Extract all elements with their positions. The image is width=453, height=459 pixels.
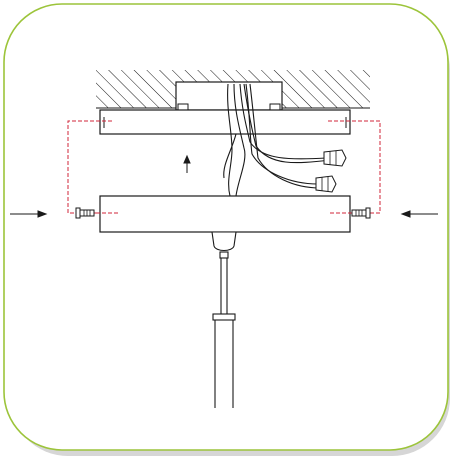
wires [223, 83, 331, 197]
pendant-rod-icon [211, 231, 237, 408]
canopy-icon [99, 195, 351, 233]
screw-icon [351, 207, 371, 219]
arrow-icon [10, 210, 48, 218]
arrow-icon [183, 154, 191, 173]
mounting-bracket-icon [99, 109, 351, 135]
wire-nut-icon [315, 175, 337, 193]
junction-box-icon [175, 81, 283, 111]
wire-nut-icon [323, 149, 347, 167]
screw-icon [75, 207, 95, 219]
arrow-icon [400, 210, 438, 218]
